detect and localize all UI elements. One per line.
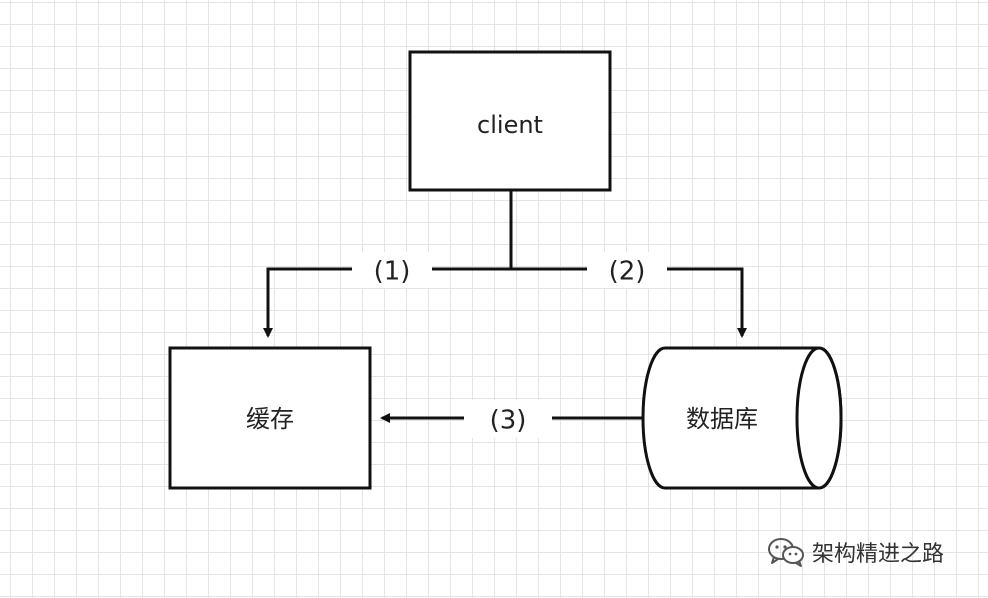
- database-cylinder-end: [795, 346, 843, 490]
- step-2-label: (2): [609, 257, 646, 287]
- cache-label: 缓存: [246, 405, 294, 433]
- watermark-text: 架构精进之路: [812, 542, 945, 567]
- cache-node[interactable]: 缓存: [168, 346, 372, 490]
- step-3: (3): [464, 400, 552, 438]
- cache-box: [168, 346, 372, 490]
- database-label: 数据库: [686, 405, 758, 433]
- step-1: (1): [352, 252, 432, 288]
- step-3-bg: [464, 400, 552, 438]
- client-box: [408, 50, 612, 192]
- step-3-label: (3): [490, 406, 527, 436]
- step-1-bg: [352, 252, 432, 288]
- database-node[interactable]: 数据库: [641, 346, 843, 490]
- wechat-icon: [766, 536, 806, 568]
- watermark: 架构精进之路: [766, 536, 944, 568]
- step-1-label: (1): [374, 257, 411, 287]
- step-2-bg: [587, 252, 667, 288]
- client-node[interactable]: client: [408, 50, 612, 192]
- client-label: client: [477, 111, 543, 139]
- step-2: (2): [587, 252, 667, 288]
